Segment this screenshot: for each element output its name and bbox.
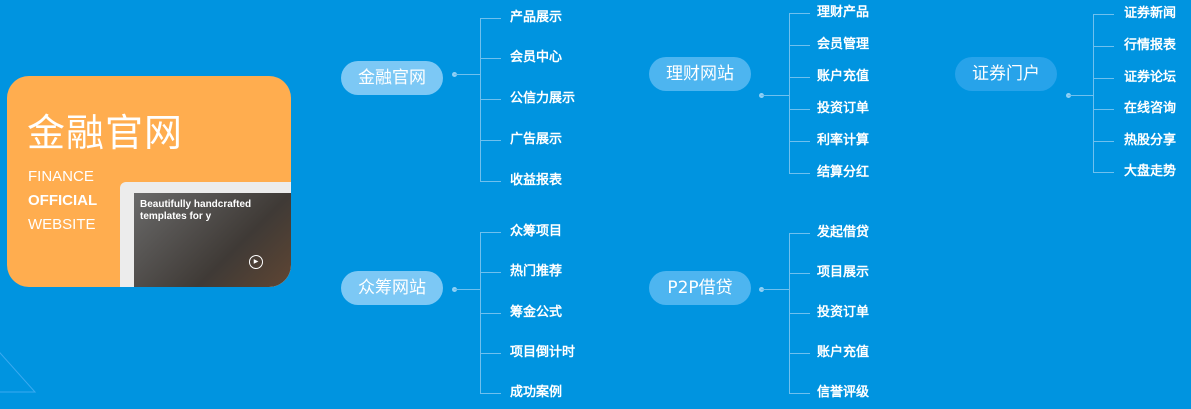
bracket-tick bbox=[789, 353, 810, 354]
menu-item[interactable]: 信誉评级 bbox=[817, 385, 870, 400]
bracket-tick bbox=[1093, 172, 1114, 173]
bracket-tick bbox=[1093, 141, 1114, 142]
menu-item[interactable]: 众筹项目 bbox=[510, 224, 563, 239]
decorative-triangle bbox=[0, 352, 37, 393]
bracket-tick bbox=[480, 313, 501, 314]
card-subtitle-line: WEBSITE bbox=[28, 216, 96, 233]
bracket-line bbox=[789, 13, 790, 174]
menu-item[interactable]: 产品展示 bbox=[510, 10, 563, 25]
menu-item[interactable]: 投资订单 bbox=[817, 305, 870, 320]
bracket-tick bbox=[789, 77, 810, 78]
menu-item[interactable]: 公信力展示 bbox=[510, 91, 576, 106]
connector-line bbox=[454, 74, 480, 75]
bracket-tick bbox=[480, 99, 501, 100]
menu-item[interactable]: 在线咨询 bbox=[1124, 101, 1177, 116]
preview-headline: Beautifully handcrafted templates for y bbox=[140, 199, 252, 222]
bracket-tick bbox=[1093, 78, 1114, 79]
bracket-tick bbox=[789, 393, 810, 394]
finance-website-card[interactable]: 金融官网 FINANCE OFFICIAL WEBSITE Beautifull… bbox=[7, 76, 291, 287]
bracket-line bbox=[1093, 14, 1094, 173]
menu-item[interactable]: 大盘走势 bbox=[1124, 164, 1177, 179]
menu-item[interactable]: 账户充值 bbox=[817, 69, 870, 84]
bracket-tick bbox=[789, 45, 810, 46]
menu-item[interactable]: 广告展示 bbox=[510, 132, 563, 147]
menu-item[interactable]: 利率计算 bbox=[817, 133, 870, 148]
group-pill[interactable]: 证券门户 bbox=[955, 57, 1057, 91]
connector-line bbox=[454, 289, 480, 290]
group-pill[interactable]: 理财网站 bbox=[649, 57, 751, 91]
menu-item[interactable]: 投资订单 bbox=[817, 101, 870, 116]
card-title: 金融官网 bbox=[27, 111, 184, 155]
menu-item[interactable]: 会员中心 bbox=[510, 50, 563, 65]
menu-item[interactable]: 结算分红 bbox=[817, 165, 870, 180]
bracket-tick bbox=[789, 273, 810, 274]
menu-item[interactable]: 项目倒计时 bbox=[510, 345, 576, 360]
menu-item[interactable]: 收益报表 bbox=[510, 173, 563, 188]
connector-line bbox=[761, 95, 789, 96]
card-subtitle-line: FINANCE bbox=[28, 168, 94, 185]
menu-item[interactable]: 行情报表 bbox=[1124, 38, 1177, 53]
menu-item[interactable]: 项目展示 bbox=[817, 265, 870, 280]
menu-item[interactable]: 热门推荐 bbox=[510, 264, 563, 279]
menu-item[interactable]: 成功案例 bbox=[510, 385, 563, 400]
bracket-tick bbox=[789, 141, 810, 142]
menu-item[interactable]: 筹金公式 bbox=[510, 305, 563, 320]
group-pill[interactable]: 众筹网站 bbox=[341, 271, 443, 305]
website-preview-image: Beautifully handcrafted templates for y … bbox=[120, 182, 291, 287]
bracket-tick bbox=[480, 140, 501, 141]
menu-item[interactable]: 证券论坛 bbox=[1124, 70, 1177, 85]
group-pill[interactable]: P2P借贷 bbox=[649, 271, 751, 305]
bracket-tick bbox=[1093, 46, 1114, 47]
menu-item[interactable]: 证券新闻 bbox=[1124, 6, 1177, 21]
bracket-tick bbox=[1093, 14, 1114, 15]
bracket-line bbox=[480, 18, 481, 182]
menu-item[interactable]: 会员管理 bbox=[817, 37, 870, 52]
bracket-tick bbox=[480, 353, 501, 354]
bracket-tick bbox=[480, 232, 501, 233]
play-icon: ▶ bbox=[249, 255, 263, 269]
bracket-tick bbox=[480, 58, 501, 59]
menu-item[interactable]: 理财产品 bbox=[817, 5, 870, 20]
bracket-tick bbox=[480, 18, 501, 19]
menu-item[interactable]: 发起借贷 bbox=[817, 225, 870, 240]
bracket-tick bbox=[789, 233, 810, 234]
connector-line bbox=[761, 289, 789, 290]
bracket-tick bbox=[789, 109, 810, 110]
bracket-tick bbox=[1093, 109, 1114, 110]
bracket-tick bbox=[480, 181, 501, 182]
card-subtitle-line: OFFICIAL bbox=[28, 192, 98, 209]
bracket-tick bbox=[789, 173, 810, 174]
bracket-tick bbox=[789, 13, 810, 14]
group-pill[interactable]: 金融官网 bbox=[341, 61, 443, 95]
menu-item[interactable]: 账户充值 bbox=[817, 345, 870, 360]
connector-line bbox=[1068, 95, 1093, 96]
menu-item[interactable]: 热股分享 bbox=[1124, 133, 1177, 148]
bracket-tick bbox=[480, 272, 501, 273]
bracket-tick bbox=[480, 393, 501, 394]
bracket-tick bbox=[789, 313, 810, 314]
